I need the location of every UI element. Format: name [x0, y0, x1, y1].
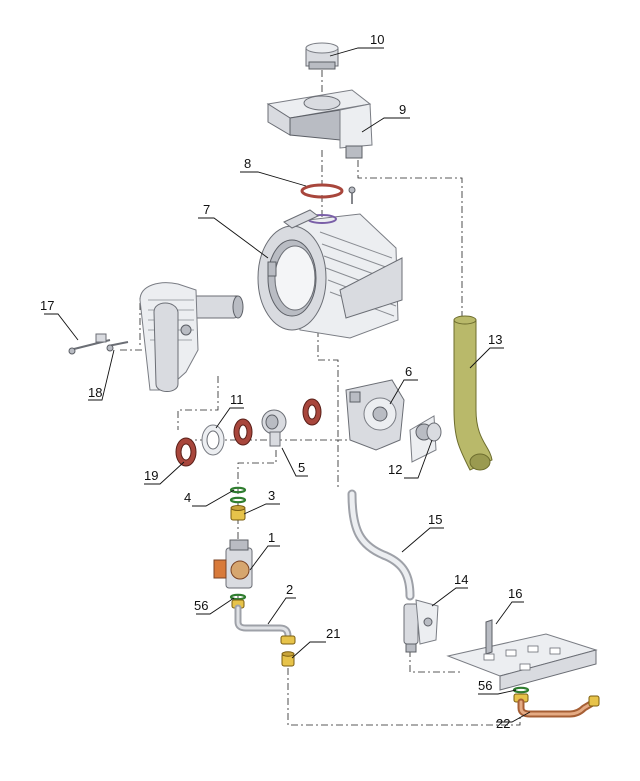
callout-14: 14: [454, 572, 468, 587]
callout-19: 19: [144, 468, 158, 483]
callout-9: 9: [399, 102, 406, 117]
callout-22: 22: [496, 716, 510, 731]
callout-13: 13: [488, 332, 502, 347]
small-screw-icon: [348, 186, 356, 204]
callout-7: 7: [203, 202, 210, 217]
part-56-o-ring: [229, 593, 247, 601]
part-1-gas-valve: [213, 539, 253, 589]
part-15-condensate-hose: [347, 489, 415, 601]
callout-5: 5: [298, 460, 305, 475]
callout-8: 8: [244, 156, 251, 171]
part-17-ignition-electrode: [68, 333, 111, 355]
callout-10: 10: [370, 32, 384, 47]
callout-1: 1: [268, 530, 275, 545]
callout-3: 3: [268, 488, 275, 503]
part-13-air-pipe: [453, 315, 493, 471]
part-22-copper-pipe: [513, 693, 600, 718]
part-12-outlet-sleeve: [409, 415, 442, 463]
callout-12: 12: [388, 462, 402, 477]
callout-56-lower: 56: [478, 678, 492, 693]
callout-17: 17: [40, 298, 54, 313]
part-9-airbox-cover: [266, 89, 373, 159]
callout-2: 2: [286, 582, 293, 597]
part-3-brass-nut: [230, 505, 246, 521]
callout-leaders: [44, 47, 531, 723]
part-21-brass-fitting: [281, 651, 295, 667]
part-5-venturi: [261, 409, 287, 447]
callout-11: 11: [230, 392, 244, 407]
burner-assembly: [139, 282, 244, 392]
callout-4: 4: [184, 490, 191, 505]
part-56-o-ring-lower: [512, 686, 530, 694]
callout-56-upper: 56: [194, 598, 208, 613]
part-16-base-tray: [446, 619, 598, 691]
part-7-heat-exchanger: [257, 209, 403, 339]
callout-16: 16: [508, 586, 522, 601]
part-10-flue-adaptor: [305, 42, 339, 70]
callout-18: 18: [88, 385, 102, 400]
part-6-fan: [345, 379, 405, 451]
callout-15: 15: [428, 512, 442, 527]
part-14-condensate-trap: [403, 599, 439, 653]
part-8-gasket-ring: [300, 183, 344, 199]
callout-21: 21: [326, 626, 340, 641]
part-2-gas-pipe: [231, 599, 296, 645]
callout-6: 6: [405, 364, 412, 379]
part-18-flame-sensor: [106, 341, 129, 352]
callout-labels: 10 9 8 7 17 18 13 6 11 5 12 19 4 3 1 56 …: [40, 32, 522, 731]
part-4-o-rings: [229, 486, 247, 504]
